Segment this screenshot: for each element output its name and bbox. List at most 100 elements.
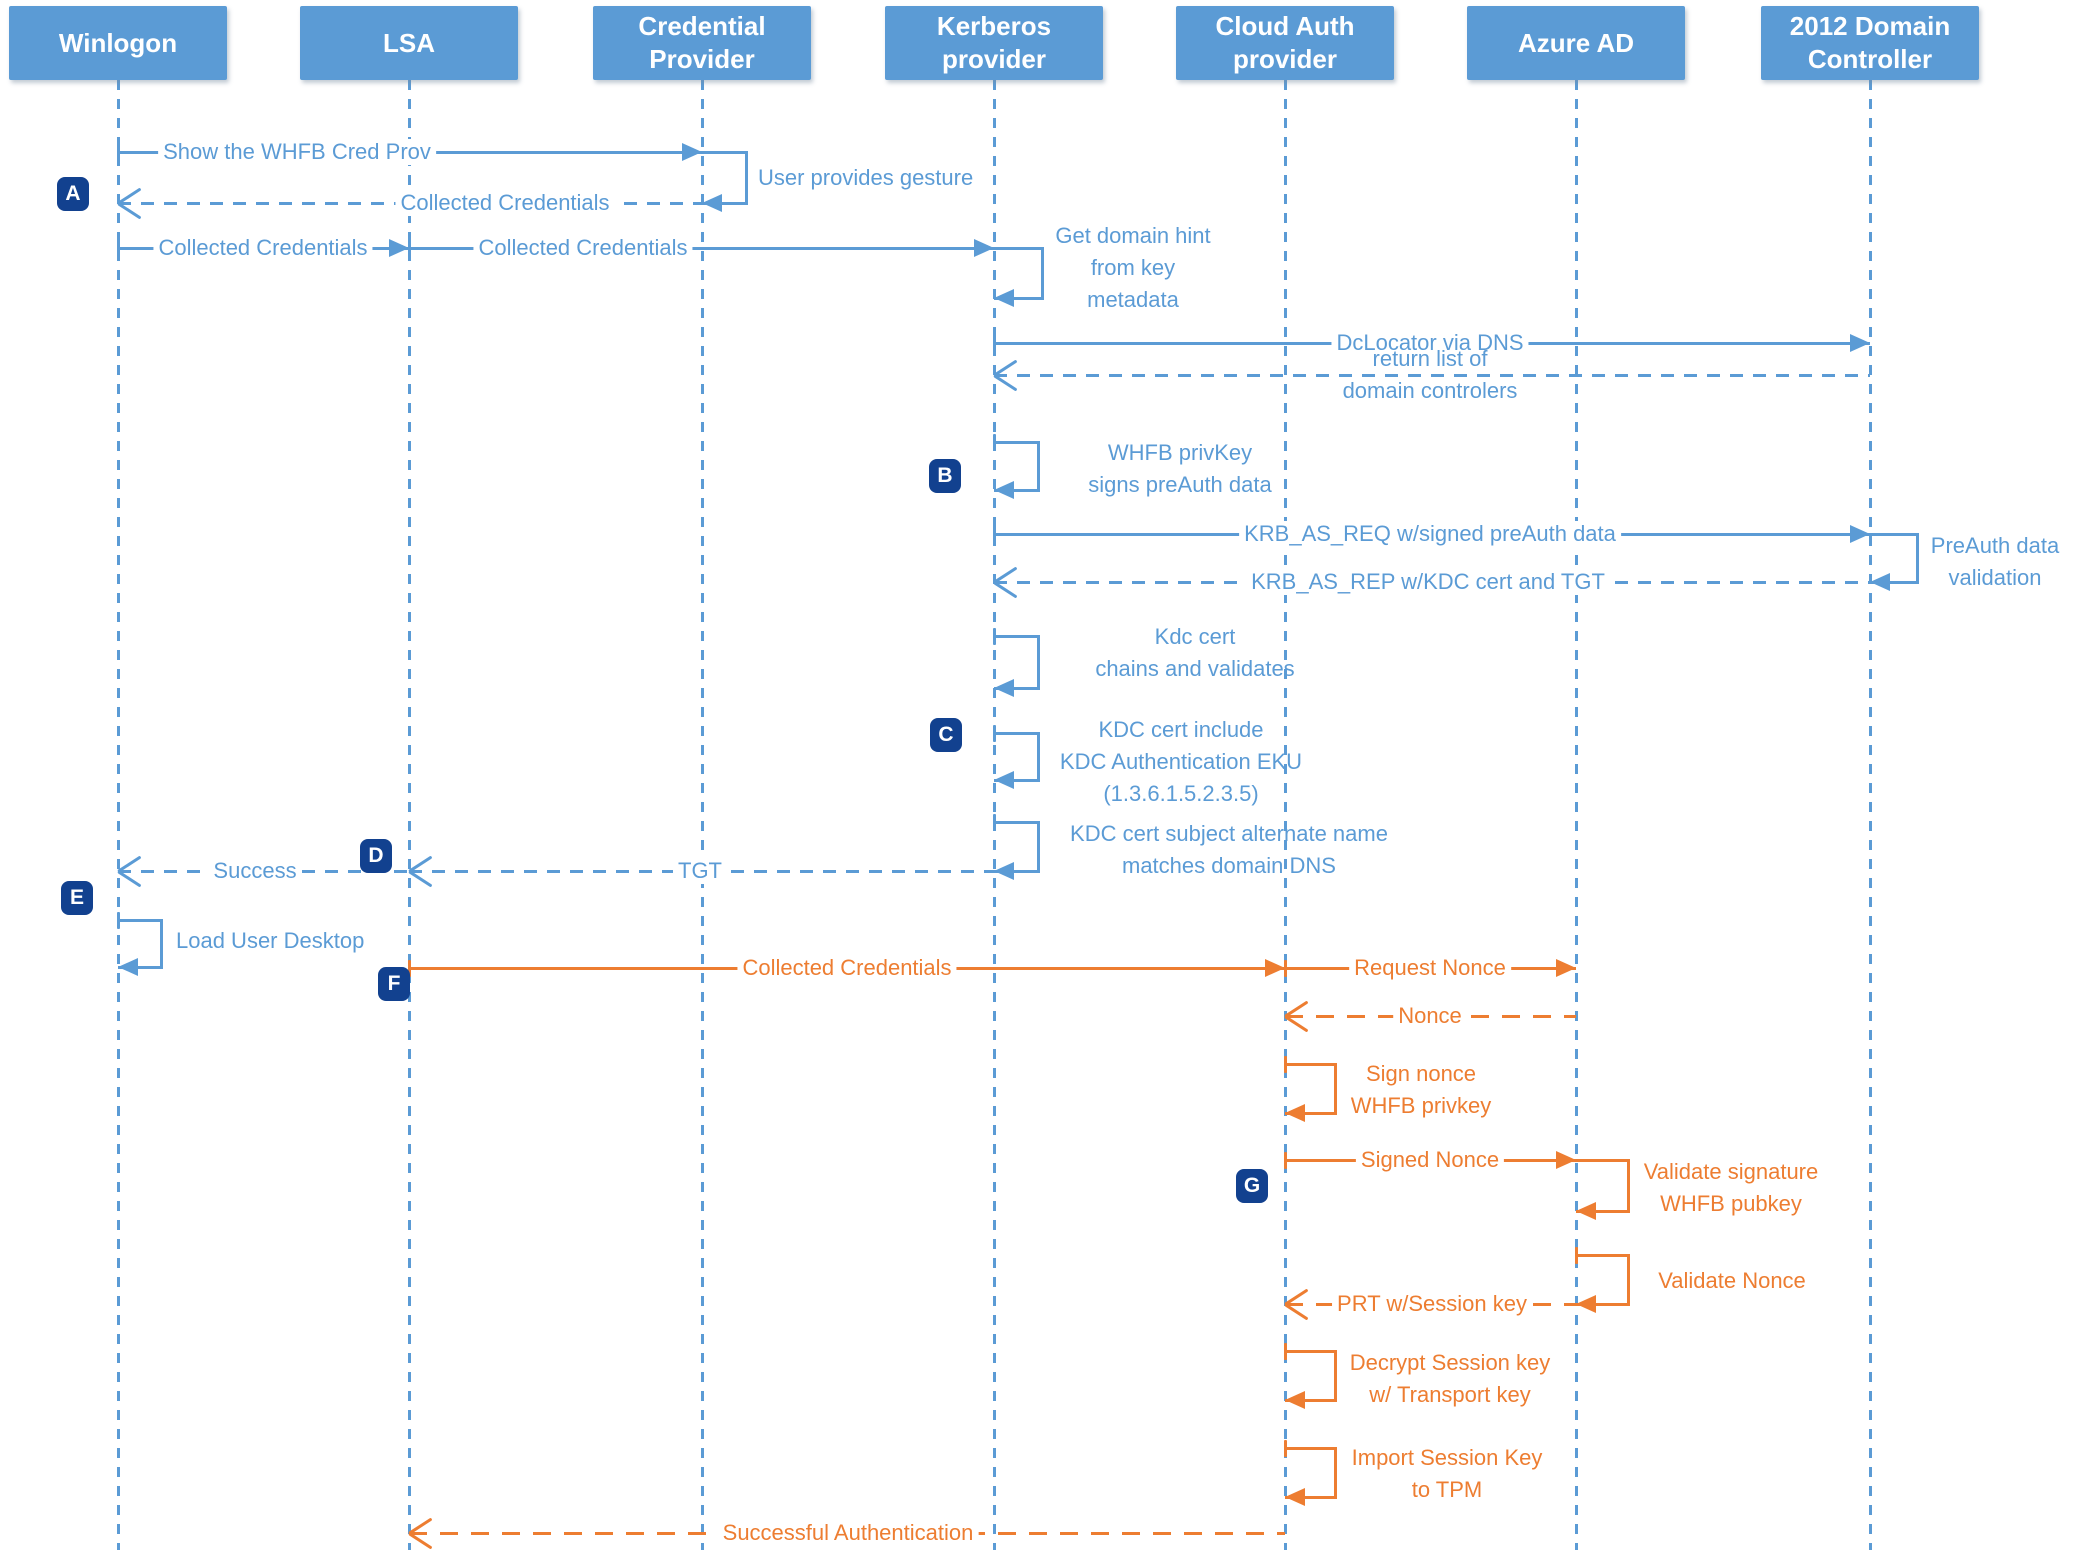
self-loop-whfb-privkey-signs-preauth xyxy=(993,433,1043,499)
filled-arrowhead xyxy=(1285,1104,1305,1122)
message-krb-as-req: KRB_AS_REQ w/signed preAuth data xyxy=(993,521,1870,547)
filled-arrowhead xyxy=(994,481,1014,499)
start-tick xyxy=(117,143,120,161)
loop-label-sign-nonce-whfb-privkey: Sign nonce WHFB privkey xyxy=(1350,1061,1492,1118)
loop-bottom xyxy=(1285,1398,1337,1402)
badge-d: D xyxy=(360,839,392,873)
message-label-successful-authentication: Successful Authentication xyxy=(717,1520,979,1546)
loop-top xyxy=(1870,532,1919,536)
badge-g: G xyxy=(1236,1169,1268,1203)
loop-bottom xyxy=(994,488,1040,492)
loop-bottom xyxy=(994,869,1040,873)
message-label-krb-as-rep: KRB_AS_REP w/KDC cert and TGT xyxy=(1246,569,1610,595)
self-loop-user-provides-gesture xyxy=(702,150,751,212)
actor-lsa: LSA xyxy=(300,6,518,80)
message-label-collected-credentials-winlogon-lsa: Collected Credentials xyxy=(153,235,373,261)
loop-label-load-user-desktop: Load User Desktop xyxy=(176,928,365,953)
filled-arrowhead xyxy=(702,194,722,212)
badge-e: E xyxy=(61,881,93,915)
filled-arrowhead xyxy=(1576,1202,1596,1220)
message-collected-credentials-lsa-cloud: Collected Credentials xyxy=(408,955,1285,981)
badge-c: C xyxy=(930,718,962,752)
loop-label-whfb-privkey-signs-preauth: WHFB privKey signs preAuth data xyxy=(1088,440,1272,497)
loop-label-preauth-data-validation: PreAuth data validation xyxy=(1930,533,2060,590)
loop-right xyxy=(1037,731,1040,782)
loop-top xyxy=(118,918,163,922)
self-loop-kdc-cert-chains-validates xyxy=(993,627,1043,697)
message-label-success: Success xyxy=(208,858,302,884)
loop-label-validate-nonce: Validate Nonce xyxy=(1658,1268,1806,1293)
self-loop-preauth-data-validation xyxy=(1870,532,1922,591)
loop-right xyxy=(745,150,748,205)
loop-top xyxy=(994,634,1040,638)
actor-kerberos-provider: Kerberos provider xyxy=(885,6,1103,80)
self-loop-kdc-cert-subject-alternate-name xyxy=(993,813,1043,880)
filled-arrowhead xyxy=(974,239,994,257)
self-loop-kdc-cert-include-eku xyxy=(993,724,1043,789)
message-dclocator-via-dns: DcLocator via DNS xyxy=(993,330,1870,356)
loop-bottom xyxy=(994,296,1044,300)
loop-top xyxy=(994,440,1040,444)
start-tick xyxy=(993,813,996,831)
loop-label-get-domain-hint: Get domain hint from key metadata xyxy=(1055,223,1211,312)
badge-f: F xyxy=(378,967,410,1001)
loop-right xyxy=(1334,1349,1337,1402)
filled-arrowhead xyxy=(1285,1488,1305,1506)
start-tick xyxy=(993,627,996,645)
loop-right xyxy=(160,918,163,969)
lifeline-2012-domain-controller xyxy=(1868,80,1872,1550)
loop-label-user-provides-gesture: User provides gesture xyxy=(758,165,974,190)
message-krb-as-rep: KRB_AS_REP w/KDC cert and TGT xyxy=(993,566,1870,598)
loop-top xyxy=(1285,1446,1337,1450)
message-label-collected-credentials-lsa-kerberos: Collected Credentials xyxy=(473,235,693,261)
badge-a: A xyxy=(57,177,89,211)
message-label-collected-credentials-lsa-cloud: Collected Credentials xyxy=(737,955,957,981)
lifeline-lsa xyxy=(407,80,411,1550)
loop-label-kdc-cert-subject-alternate-name: KDC cert subject alternate name matches … xyxy=(1070,821,1388,878)
loop-label-kdc-cert-chains-validates: Kdc cert chains and validates xyxy=(1095,624,1295,681)
actor-credential-provider: Credential Provider xyxy=(593,6,811,80)
message-label-nonce: Nonce xyxy=(1393,1003,1467,1029)
loop-bottom xyxy=(994,778,1040,782)
message-label-signed-nonce: Signed Nonce xyxy=(1355,1147,1505,1173)
start-tick xyxy=(1284,959,1287,977)
message-label-dclocator-via-dns: DcLocator via DNS xyxy=(1331,330,1529,356)
loop-right xyxy=(1041,246,1044,300)
start-tick xyxy=(1575,1246,1578,1264)
message-label-show-whfb-cred-prov: Show the WHFB Cred Prov xyxy=(158,139,436,165)
badge-b: B xyxy=(929,459,961,493)
loop-top xyxy=(702,150,748,154)
loop-bottom xyxy=(1285,1111,1337,1115)
loop-bottom xyxy=(1285,1495,1337,1499)
message-nonce: Nonce xyxy=(1284,1000,1576,1032)
self-loop-import-session-key-tpm xyxy=(1284,1439,1340,1506)
start-tick xyxy=(117,239,120,257)
loop-right xyxy=(1037,634,1040,690)
self-loop-get-domain-hint xyxy=(994,246,1047,307)
message-label-return-list-of-domain-controlers: return list of domain controlers xyxy=(1342,346,1518,403)
message-show-whfb-cred-prov: Show the WHFB Cred Prov xyxy=(117,139,702,165)
loop-right xyxy=(1037,820,1040,873)
loop-label-kdc-cert-include-eku: KDC cert include KDC Authentication EKU … xyxy=(1059,717,1303,806)
loop-bottom xyxy=(702,201,748,205)
message-successful-authentication: Successful Authentication xyxy=(408,1517,1285,1549)
message-collected-credentials-lsa-kerberos: Collected Credentials xyxy=(408,235,994,261)
loop-bottom xyxy=(118,965,163,969)
loop-top xyxy=(1576,1158,1630,1162)
filled-arrowhead xyxy=(118,958,138,976)
loop-top xyxy=(1285,1062,1337,1066)
loop-top xyxy=(994,731,1040,735)
lifeline-winlogon xyxy=(116,80,120,1550)
loop-top xyxy=(1576,1253,1630,1257)
start-tick xyxy=(1284,1439,1287,1457)
self-loop-validate-nonce xyxy=(1575,1246,1633,1313)
loop-bottom xyxy=(1576,1302,1630,1306)
loop-top xyxy=(994,246,1044,250)
message-signed-nonce: Signed Nonce xyxy=(1284,1147,1576,1173)
message-label-krb-as-req: KRB_AS_REQ w/signed preAuth data xyxy=(1239,521,1621,547)
loop-label-validate-signature-whfb-pubkey: Validate signature WHFB pubkey xyxy=(1643,1159,1819,1216)
loop-right xyxy=(1627,1158,1630,1213)
filled-arrowhead xyxy=(994,862,1014,880)
lifeline-credential-provider xyxy=(700,80,704,1550)
